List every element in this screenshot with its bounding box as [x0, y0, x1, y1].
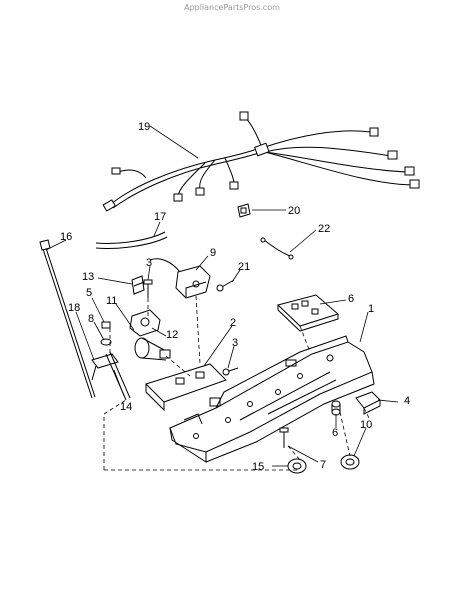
watermark-text: AppliancePartsPros.com — [184, 3, 280, 12]
part-8-washer[interactable] — [100, 338, 112, 346]
callout-labels: 19 20 22 17 16 9 21 13 3 5 11 12 8 18 14… — [60, 121, 410, 473]
callout-19: 19 — [138, 121, 150, 133]
callout-4: 4 — [404, 395, 410, 407]
callout-3-top: 3 — [146, 257, 152, 269]
part-19-wire-harness[interactable] — [102, 111, 420, 212]
part-7-screw[interactable] — [279, 427, 289, 448]
part-4-switch[interactable] — [355, 391, 381, 415]
part-9-control[interactable] — [149, 258, 211, 299]
part-13-clip[interactable] — [131, 275, 145, 295]
part-21-screw[interactable] — [216, 279, 235, 292]
callout-17: 17 — [154, 211, 166, 223]
part-20-terminal[interactable] — [237, 203, 251, 218]
callout-16: 16 — [60, 231, 72, 243]
callout-13: 13 — [82, 271, 94, 283]
part-10-knob[interactable] — [340, 454, 360, 470]
callout-21: 21 — [238, 261, 250, 273]
part-2-switch-bracket[interactable] — [145, 363, 227, 412]
part-5-nut[interactable] — [101, 321, 111, 329]
part-3-screw-top[interactable] — [143, 279, 153, 298]
callout-22: 22 — [318, 223, 330, 235]
callout-9: 9 — [210, 247, 216, 259]
callout-10: 10 — [360, 419, 372, 431]
part-22-jumper-wire[interactable] — [260, 237, 294, 260]
assembly-lines — [103, 295, 371, 471]
callout-6-low: 6 — [332, 427, 338, 439]
callout-12: 12 — [166, 329, 178, 341]
callout-5: 5 — [86, 287, 92, 299]
callout-6-top: 6 — [348, 293, 354, 305]
callout-7: 7 — [320, 459, 326, 471]
callout-18: 18 — [68, 302, 80, 314]
callout-1: 1 — [368, 303, 374, 315]
part-1-housing[interactable] — [169, 335, 375, 463]
callout-2: 2 — [230, 317, 236, 329]
leader-lines — [45, 125, 399, 467]
callout-15: 15 — [252, 461, 264, 473]
part-12-bracket[interactable] — [129, 309, 161, 337]
part-3-screw-mid[interactable] — [222, 367, 239, 376]
callout-11: 11 — [106, 295, 117, 307]
callout-3-mid: 3 — [232, 337, 238, 349]
callout-20: 20 — [288, 205, 300, 217]
part-18-lever[interactable] — [91, 353, 119, 381]
part-17-tube[interactable] — [95, 231, 168, 249]
part-15-knob[interactable] — [287, 458, 307, 474]
callout-14: 14 — [120, 401, 132, 413]
part-6-spacer[interactable] — [331, 400, 341, 416]
callout-8: 8 — [88, 313, 94, 325]
part-16-rod[interactable] — [39, 239, 96, 399]
part-11-knob[interactable] — [134, 337, 171, 361]
part-6-control-board[interactable] — [277, 294, 340, 332]
